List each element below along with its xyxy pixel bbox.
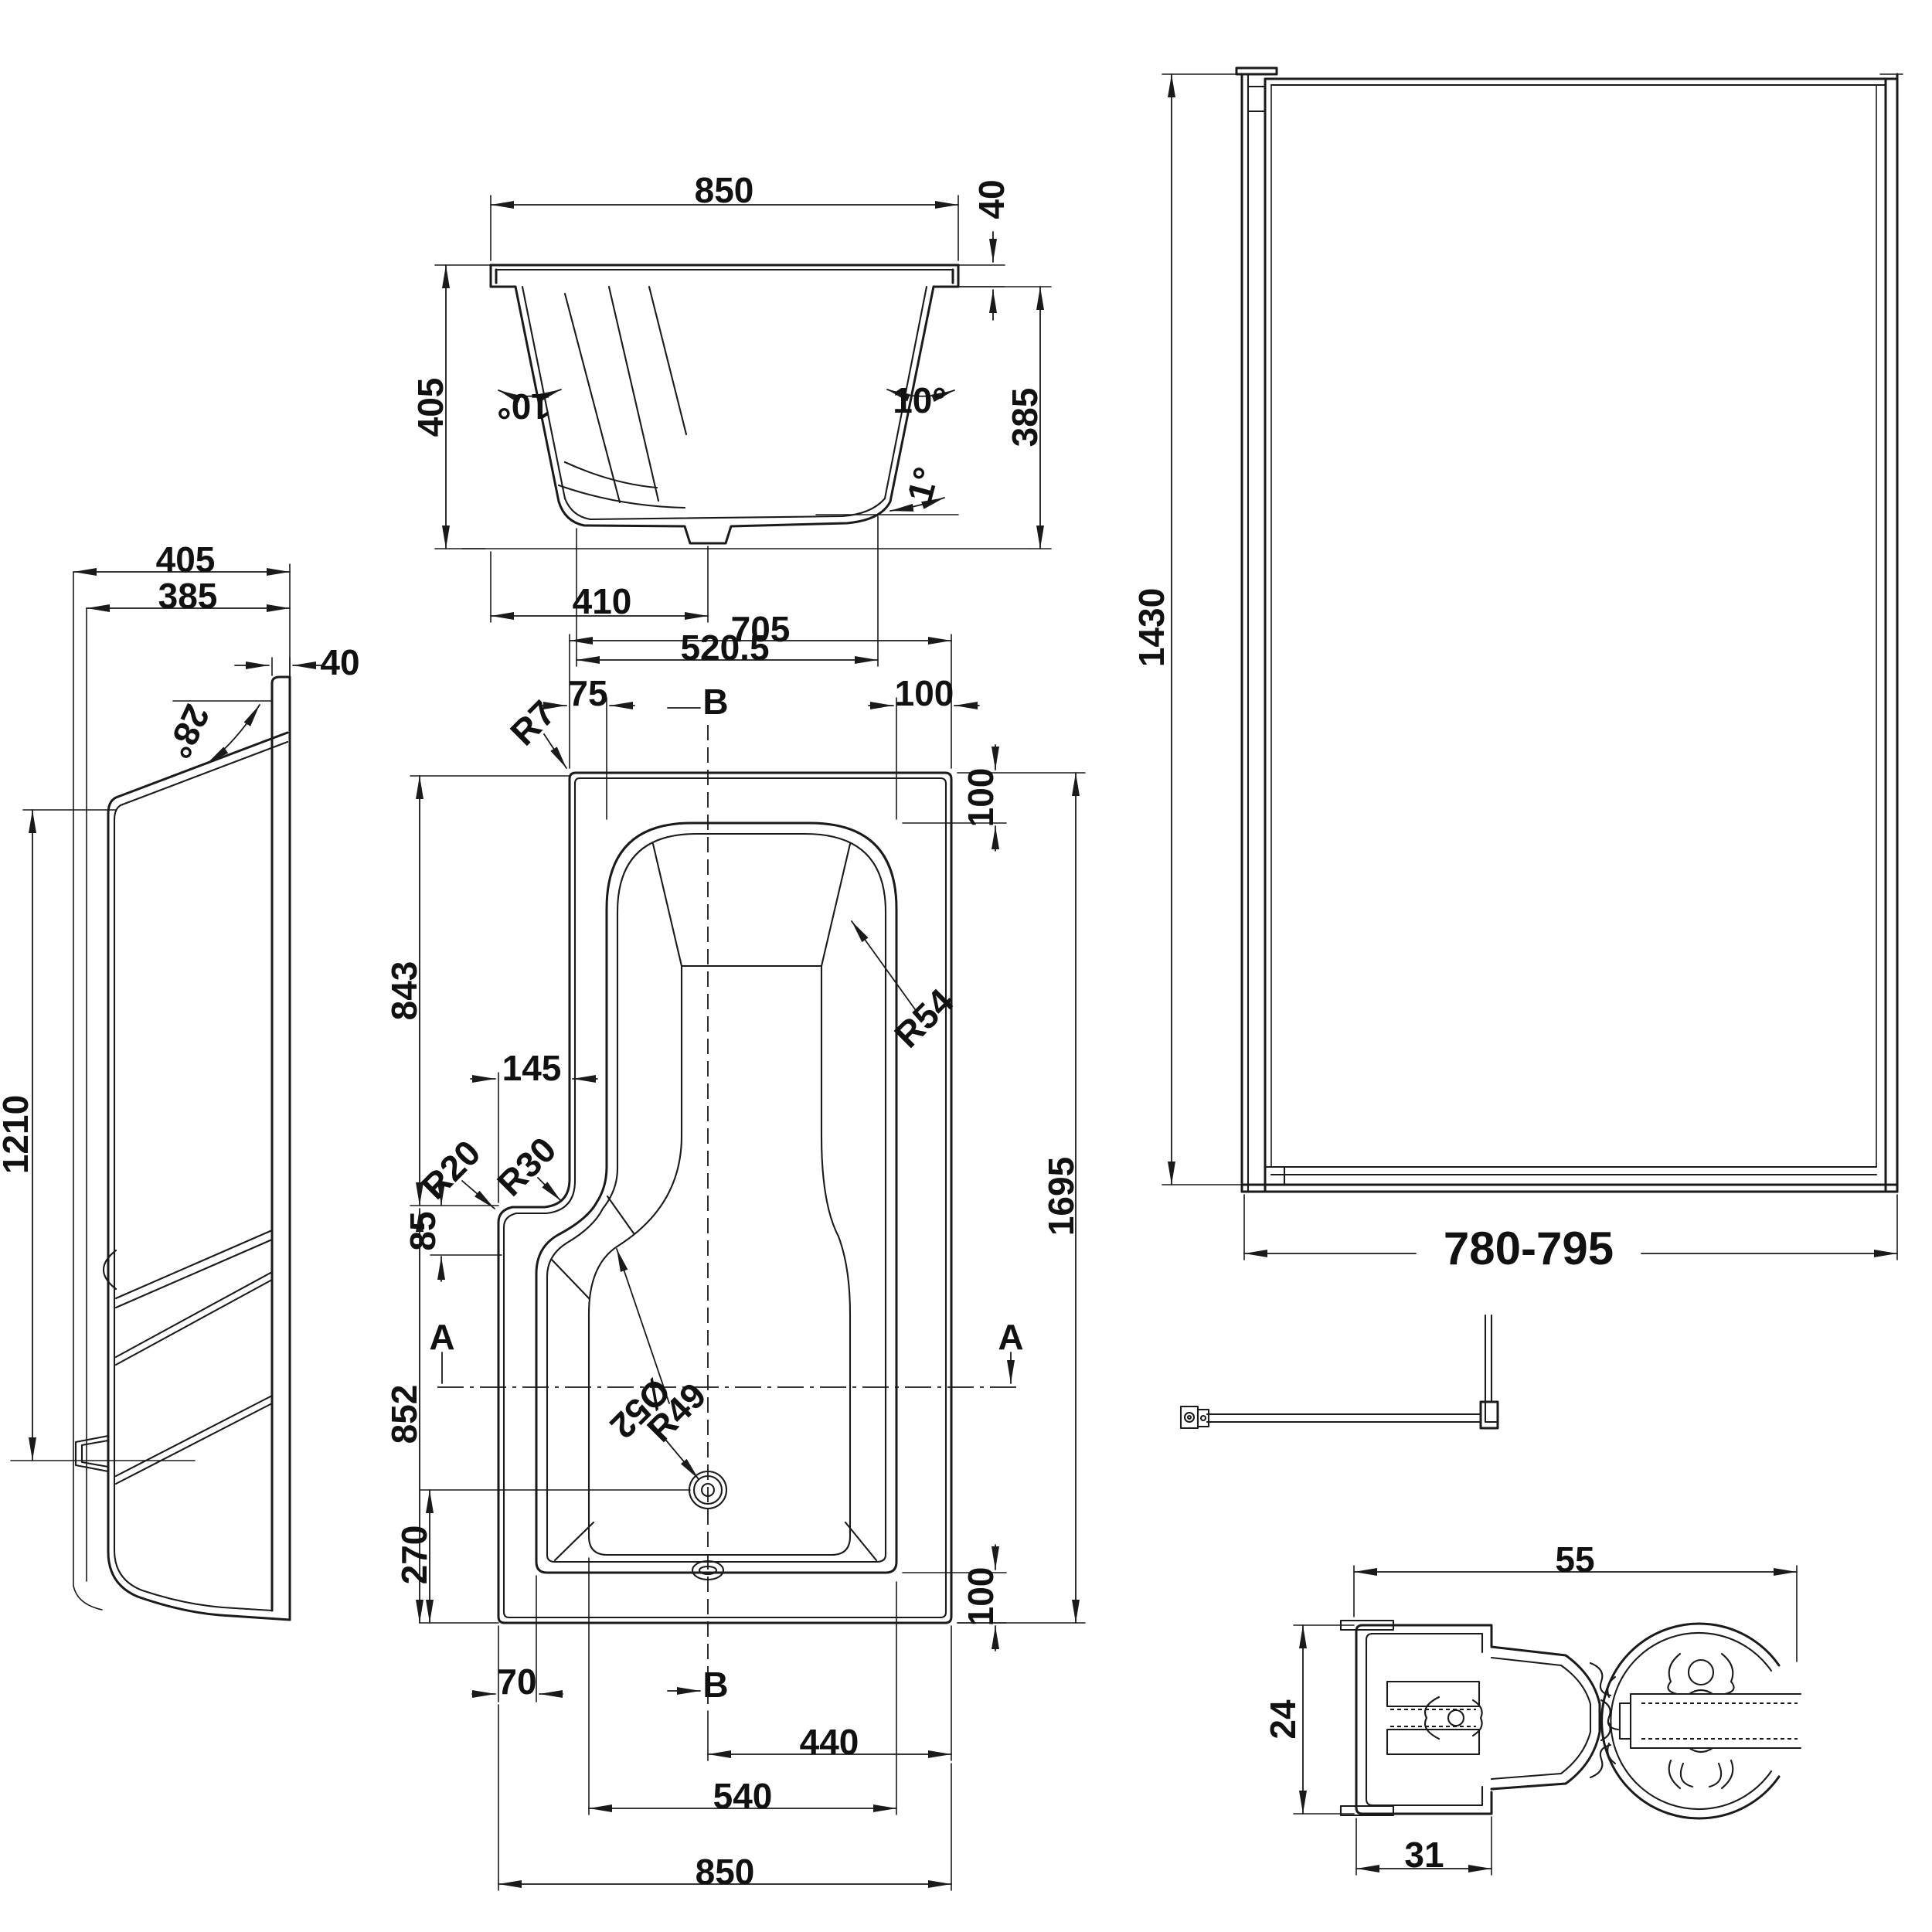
- dimension-label-B: B: [702, 682, 728, 722]
- dimension-label-385: 385: [158, 576, 218, 616]
- dimension-label-55: 55: [1555, 1539, 1594, 1580]
- dimension-label-852: 852: [384, 1385, 424, 1444]
- view-screen-elevation: [1162, 66, 1903, 1260]
- dimension-label-440: 440: [800, 1722, 859, 1762]
- dimension-label-1430: 1430: [1131, 588, 1172, 667]
- dimension-label-1: 1°: [899, 463, 947, 506]
- dimension-label-405: 405: [156, 539, 216, 580]
- dimension-label-410: 410: [573, 581, 632, 621]
- dimension-label-75: 75: [568, 673, 607, 713]
- dimension-label-780-795: 780-795: [1444, 1223, 1614, 1274]
- dimension-label-31: 31: [1404, 1835, 1444, 1875]
- dimension-label-405: 405: [410, 378, 451, 437]
- dimension-label-1695: 1695: [1041, 1157, 1081, 1236]
- dimension-label-520.5: 520.5: [680, 628, 769, 668]
- view-profile-detail: [1293, 1565, 1802, 1876]
- dimension-label-1210: 1210: [0, 1095, 36, 1174]
- dimension-label-24: 24: [1263, 1699, 1303, 1740]
- dimension-label-40: 40: [320, 642, 359, 682]
- dimension-label-270: 270: [394, 1526, 434, 1585]
- dimension-label-40: 40: [971, 179, 1012, 219]
- view-screen-top: [1179, 1314, 1499, 1430]
- dimension-label-85: 85: [403, 1211, 443, 1250]
- dimension-label-A: A: [429, 1317, 454, 1357]
- dimension-label-100: 100: [895, 673, 954, 713]
- dimension-label-100: 100: [961, 1567, 1001, 1627]
- dimension-label-145: 145: [502, 1048, 562, 1088]
- dimension-label-540: 540: [713, 1776, 773, 1816]
- dimension-label-843: 843: [384, 961, 424, 1021]
- dimension-label-R7: R7: [502, 692, 563, 753]
- dimension-label-100: 100: [961, 768, 1001, 828]
- dimension-label-10: 10°: [893, 380, 947, 420]
- dimension-label-70: 70: [497, 1662, 536, 1702]
- dimension-label-B: B: [702, 1665, 728, 1705]
- dimension-label-850: 850: [695, 170, 754, 210]
- dimension-label-R20: R20: [413, 1132, 488, 1206]
- dimension-label-850: 850: [696, 1852, 755, 1892]
- view-plan: [410, 634, 1086, 1891]
- dimension-label-705: 705: [731, 609, 791, 649]
- view-end-section: [434, 195, 1052, 667]
- dimension-label-10: 10°: [497, 386, 551, 427]
- view-side-section: [10, 563, 325, 1621]
- dimension-label-R54: R54: [886, 981, 961, 1056]
- dimension-label-A: A: [998, 1317, 1023, 1357]
- dimension-label-385: 385: [1005, 388, 1045, 447]
- dimension-label-28: 28°: [158, 699, 218, 764]
